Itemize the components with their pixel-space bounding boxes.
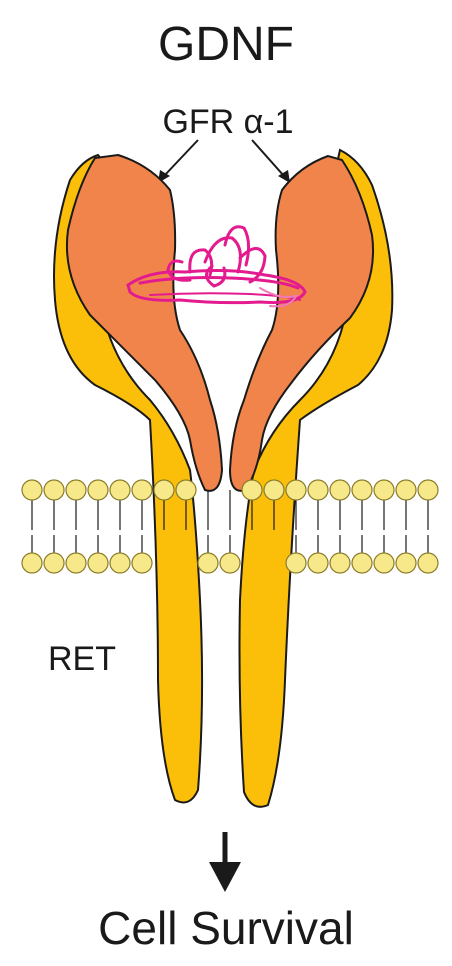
membrane-lower-leaflet — [22, 535, 438, 573]
ligand-label: GDNF — [158, 18, 294, 71]
cell-membrane — [22, 480, 438, 573]
receptor-label: RET — [48, 640, 116, 678]
coreceptor-pointer-arrows — [158, 140, 290, 183]
signal-arrow — [209, 832, 241, 892]
membrane-upper-leaflet — [22, 480, 438, 530]
coreceptor-label: GFR α-1 — [162, 103, 293, 141]
outcome-label: Cell Survival — [98, 902, 354, 954]
